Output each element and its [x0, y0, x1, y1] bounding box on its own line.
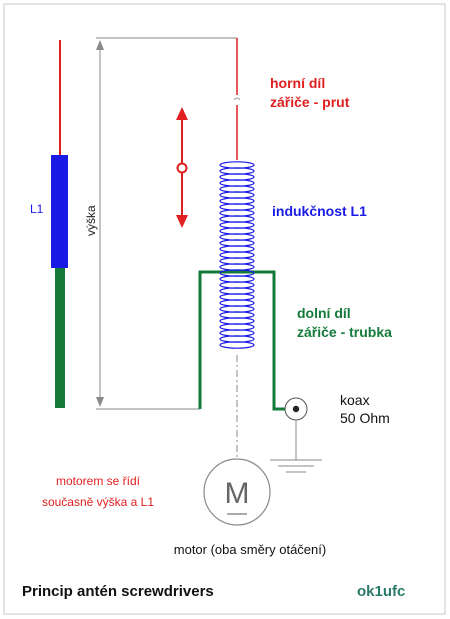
double-arrow-icon	[176, 107, 188, 228]
motor-note-2: současně výška a L1	[42, 495, 154, 509]
bar-l1-label: L1	[30, 202, 44, 216]
upper-radiator-label-2: zářiče - prut	[270, 94, 350, 110]
left-antenna-bar	[51, 40, 68, 408]
motor-caption: motor (oba směry otáčení)	[174, 542, 326, 557]
ground-symbol-icon	[270, 420, 322, 473]
lower-tube-element	[198, 270, 292, 411]
height-dimension	[96, 37, 237, 410]
diagram-title: Princip antén screwdrivers	[22, 583, 214, 600]
height-arrow-bottom	[96, 397, 104, 407]
lower-radiator-label-1: dolní díl	[297, 305, 351, 321]
motor-symbol-letter: M	[225, 477, 250, 510]
upper-radiator-label-1: horní díl	[270, 75, 325, 91]
height-arrow-top	[96, 40, 104, 50]
motor-note-1: motorem se řídí	[56, 474, 141, 488]
whip-break-mark	[233, 97, 241, 101]
lower-radiator-label-2: zářiče - trubka	[297, 324, 392, 340]
motor-symbol-icon	[203, 458, 271, 526]
inductance-label: indukčnost L1	[272, 203, 367, 219]
coil-turn	[219, 341, 255, 349]
height-label: výška	[84, 205, 98, 236]
bar-inductor-segment	[51, 155, 68, 268]
coax-label-1: koax	[340, 392, 370, 408]
author-callsign: ok1ufc	[357, 583, 405, 600]
bar-tube-segment	[55, 268, 65, 408]
helical-coil-icon	[219, 161, 255, 349]
coax-label-2: 50 Ohm	[340, 410, 390, 426]
coax-connector-icon	[284, 397, 308, 421]
